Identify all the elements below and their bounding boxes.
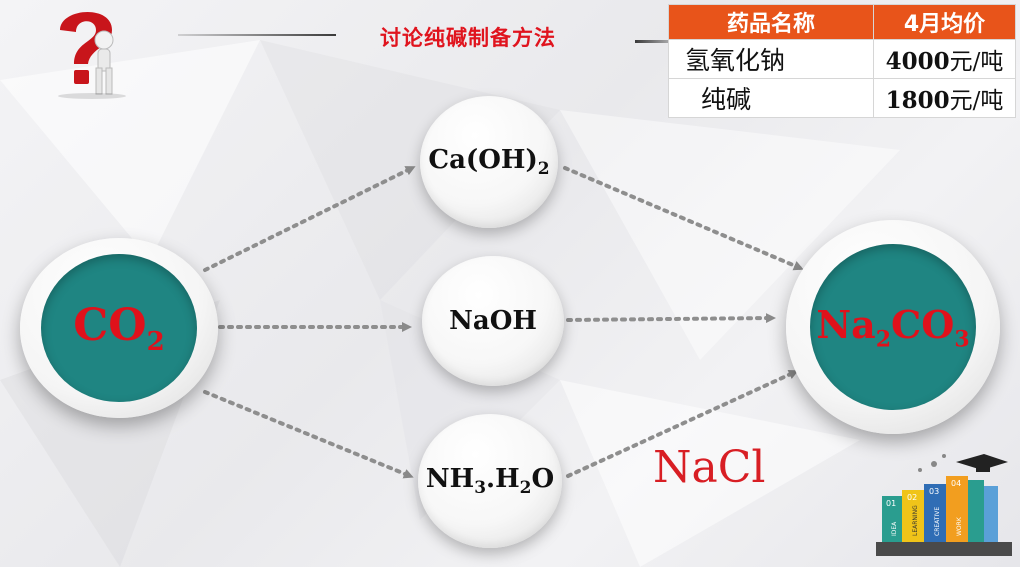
header-price: 4月均价 [873,4,1016,40]
nh3h2o-node: NH3.H2O [418,414,562,548]
naoh-label: NaOH [449,306,537,336]
book-spine: IDEA [891,521,898,536]
book-number: 02 [907,493,917,502]
caoh2-label: Ca(OH)2 [428,144,550,180]
price-unit: 元/吨 [949,88,1004,114]
book-spine: LEARNING [912,505,919,536]
price-value: 1800 [885,87,950,114]
title-decor-line-left [178,34,336,36]
table-row: 氢氧化钠 4000元/吨 [668,39,1016,79]
arrow-caoh2-to-na2co3 [563,166,804,271]
title-decor-line-right [635,40,675,43]
na2co3-node-core: Na2CO3 [810,244,976,410]
books-icon: 01 02 03 04 IDEA LEARNING CREATIVE WORK [876,454,1012,556]
arrow-naoh-to-na2co3 [566,313,776,324]
arrow-co2-to-nh3h2o [203,390,414,479]
co2-label: CO2 [73,299,165,357]
co2-node-core: CO2 [41,254,197,402]
caoh2-node: Ca(OH)2 [420,96,558,228]
price-table: 药品名称 4月均价 氢氧化钠 4000元/吨 纯碱 1800元/吨 [668,4,1016,118]
question-mark-figure-icon [58,11,126,99]
price-value: 4000 [885,48,950,75]
row-name: 氢氧化钠 [668,39,874,79]
row-name: 纯碱 [668,78,874,118]
price-table-header: 药品名称 4月均价 [668,4,1016,40]
book-spine: CREATIVE [934,507,941,536]
nh3h2o-label: NH3.H2O [425,463,555,499]
arrow-nh3h2o-to-na2co3 [566,369,799,478]
na2co3-node: Na2CO3 [786,220,1000,434]
nacl-label: NaCl [653,442,766,493]
row-price: 4000元/吨 [873,39,1016,79]
row-price: 1800元/吨 [873,78,1016,118]
page-title: 讨论纯碱制备方法 [380,26,556,50]
naoh-node: NaOH [422,256,564,386]
price-unit: 元/吨 [949,49,1004,75]
arrow-co2-to-caoh2 [203,166,416,272]
table-row: 纯碱 1800元/吨 [668,78,1016,118]
book-number: 01 [886,499,896,508]
co2-node: CO2 [20,238,218,418]
na2co3-label: Na2CO3 [816,301,970,353]
book-number: 03 [929,487,939,496]
book-number: 04 [951,479,961,488]
book-spine: WORK [956,516,963,536]
